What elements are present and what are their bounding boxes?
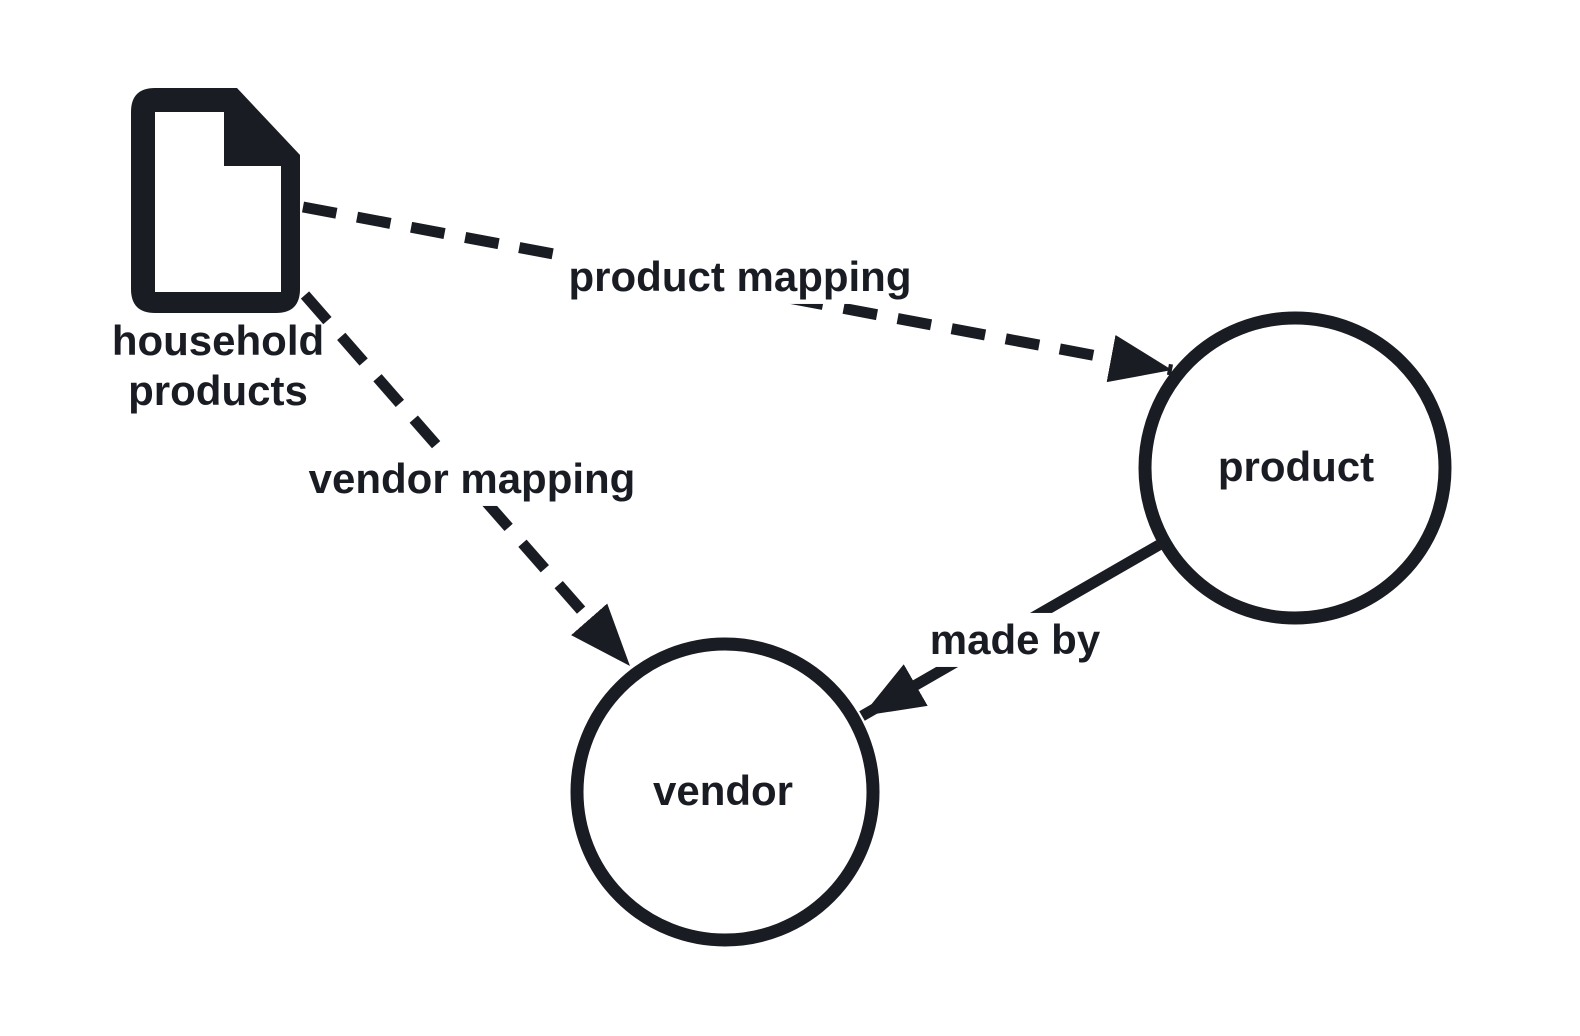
edge-made-by-label: made by: [918, 612, 1112, 668]
node-vendor-circle: [570, 637, 880, 947]
document-icon: [131, 88, 300, 313]
node-product-label: product: [1217, 442, 1375, 490]
node-source-label: household products: [111, 317, 325, 414]
node-vendor-label: vendor: [652, 766, 794, 814]
edge-product-mapping-label: product mapping: [557, 249, 923, 305]
node-product-circle: [1138, 311, 1452, 625]
edge-vendor-mapping-label: vendor mapping: [297, 451, 647, 507]
